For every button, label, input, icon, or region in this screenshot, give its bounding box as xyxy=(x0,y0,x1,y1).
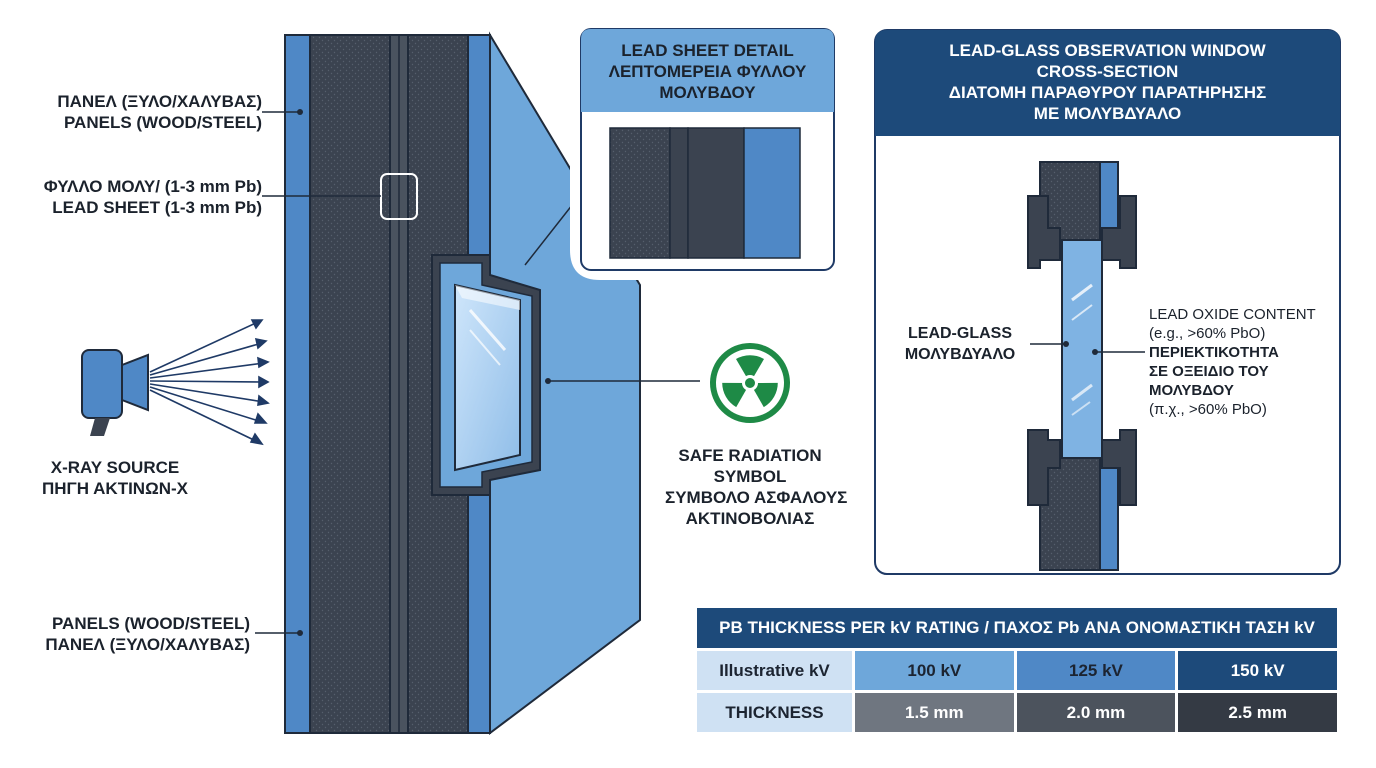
window-panel-title: LEAD-GLASS OBSERVATION WINDOW CROSS-SECT… xyxy=(948,41,1267,123)
thickness-cell: 1.5 mm xyxy=(855,693,1014,732)
xray-source-label: X-RAY SOURCE ΠΗΓΗ ΑΚΤΙΝΩΝ-Χ xyxy=(42,458,188,498)
window-glass xyxy=(454,283,521,472)
lead-glass-label: LEAD-GLASS ΜΟΛΥΒΔΥΑΛΟ xyxy=(904,325,1016,363)
row-label-kv: Illustrative kV xyxy=(697,651,852,690)
row-label-thickness: THICKNESS xyxy=(697,693,852,732)
kv-cell: 150 kV xyxy=(1178,651,1337,690)
lead-glass-pane xyxy=(1061,239,1103,459)
thickness-cell: 2.5 mm xyxy=(1178,693,1337,732)
kv-cell: 125 kV xyxy=(1016,651,1176,690)
lead-sheet-label: ΦΥΛΛΟ ΜΟΛΥ/ (1-3 mm Pb) LEAD SHEET (1-3 … xyxy=(43,177,262,217)
oxide-content-label: LEAD OXIDE CONTENT (e.g., >60% PbO) ΠΕΡΙ… xyxy=(1149,306,1316,418)
safe-radiation-label: SAFE RADIATION SYMBOL ΣΥΜΒΟΛΟ ΑΣΦΑΛΟΥΣ Α… xyxy=(665,446,848,528)
lead-sheet-detail-title: LEAD SHEET DETAIL ΛΕΠΤΟΜΕΡΕΙΑ ΦΥΛΛΟΥ ΜΟΛ… xyxy=(608,41,807,102)
thickness-cell: 2.0 mm xyxy=(1016,693,1176,732)
thickness-table-title: PB THICKNESS PER kV RATING / ΠΑΧΟΣ Pb ΑΝ… xyxy=(697,608,1337,648)
panels-top-label: ΠΑΝΕΛ (ΞΥΛΟ/ΧΑΛΥΒΑΣ) PANELS (WOOD/STEEL) xyxy=(57,92,262,132)
thickness-table: PB THICKNESS PER kV RATING / ΠΑΧΟΣ Pb ΑΝ… xyxy=(694,605,1340,735)
panels-bottom-label: PANELS (WOOD/STEEL) ΠΑΝΕΛ (ΞΥΛΟ/ΧΑΛΥΒΑΣ) xyxy=(45,614,250,654)
xray-source-icon xyxy=(81,349,149,436)
radiation-trefoil-icon xyxy=(710,343,790,423)
xray-beams xyxy=(149,319,270,446)
lead-sheet-detail-layers xyxy=(609,127,801,259)
core-layer-left xyxy=(309,34,391,734)
window-cross-section xyxy=(1027,161,1137,571)
kv-cell: 100 kV xyxy=(855,651,1014,690)
panel-layer-front xyxy=(284,34,311,734)
